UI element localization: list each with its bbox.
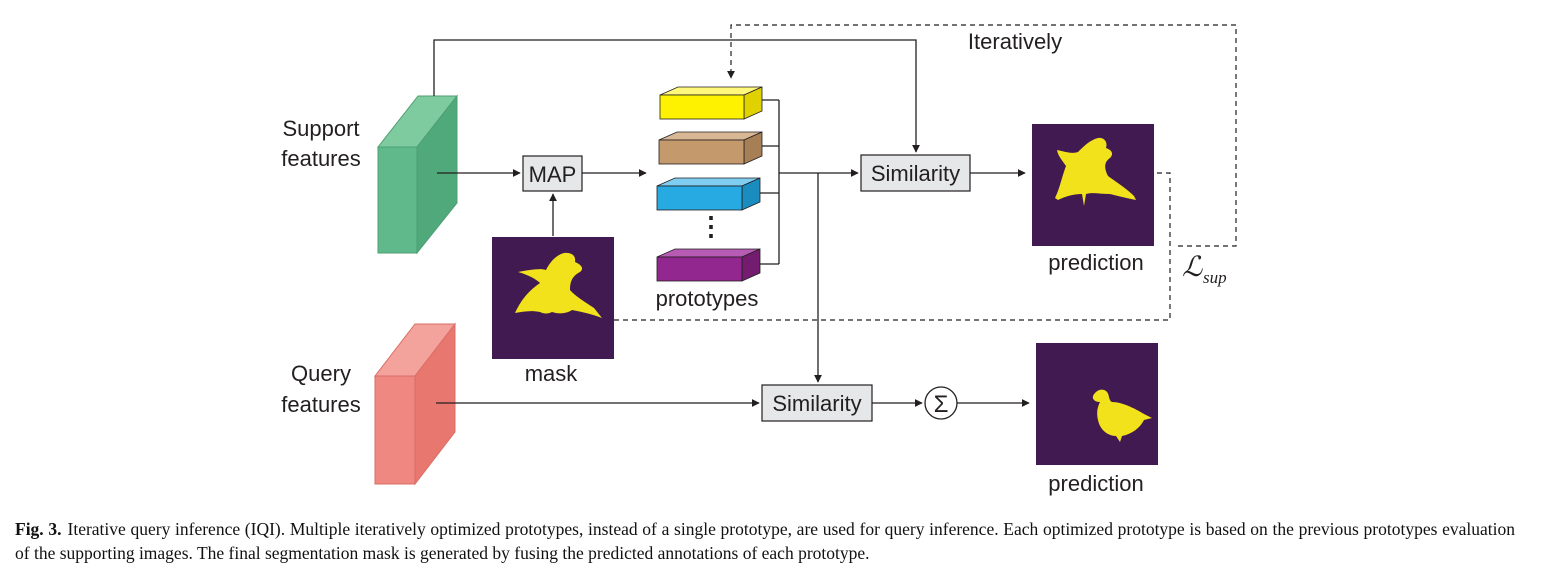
similarity-bottom-label: Similarity bbox=[772, 391, 861, 416]
mask-image bbox=[492, 237, 614, 359]
map-box bbox=[522, 155, 583, 192]
prototypes-bracket bbox=[760, 99, 780, 265]
prediction-top-image bbox=[1032, 124, 1154, 246]
prediction-bottom-image bbox=[1036, 343, 1158, 465]
svg-text:ℒ: ℒ bbox=[1182, 250, 1203, 283]
similarity-top-box bbox=[860, 154, 971, 192]
sum-symbol: Σ bbox=[934, 391, 949, 418]
support-to-similarity-arrow bbox=[433, 39, 920, 153]
support-features-label-line2: features bbox=[281, 146, 361, 171]
iteratively-label: Iteratively bbox=[968, 29, 1062, 54]
query-features-label-line1: Query bbox=[291, 361, 351, 386]
caption-text: Iterative query inference (IQI). Multipl… bbox=[15, 519, 1515, 563]
similarity-top-label: Similarity bbox=[871, 161, 960, 186]
mask-label: mask bbox=[525, 361, 579, 386]
supervision-loss-symbol: ℒ sup bbox=[1182, 250, 1227, 287]
iqi-diagram: Support features Query features MAP mask… bbox=[281, 24, 1237, 496]
query-features-cube bbox=[373, 322, 457, 486]
similarity-bottom-box bbox=[761, 384, 873, 422]
caption-label: Fig. 3. bbox=[15, 519, 62, 539]
prediction-bottom-label: prediction bbox=[1048, 471, 1143, 496]
prototype-yellow bbox=[659, 86, 763, 120]
prediction-top-label: prediction bbox=[1048, 250, 1143, 275]
query-features-label-line2: features bbox=[281, 392, 361, 417]
figure-caption: Fig. 3.Iterative query inference (IQI). … bbox=[15, 517, 1515, 565]
iterative-loop-line bbox=[727, 24, 1237, 247]
prototypes-label: prototypes bbox=[656, 286, 759, 311]
support-features-label-line1: Support bbox=[282, 116, 359, 141]
map-label: MAP bbox=[529, 162, 577, 187]
prototype-brown bbox=[658, 131, 763, 165]
prototype-blue bbox=[656, 177, 761, 211]
prototypes-ellipsis: ⋮ bbox=[698, 211, 724, 241]
prototype-purple bbox=[656, 248, 761, 282]
support-features-cube bbox=[376, 94, 459, 255]
svg-text:sup: sup bbox=[1203, 268, 1227, 287]
